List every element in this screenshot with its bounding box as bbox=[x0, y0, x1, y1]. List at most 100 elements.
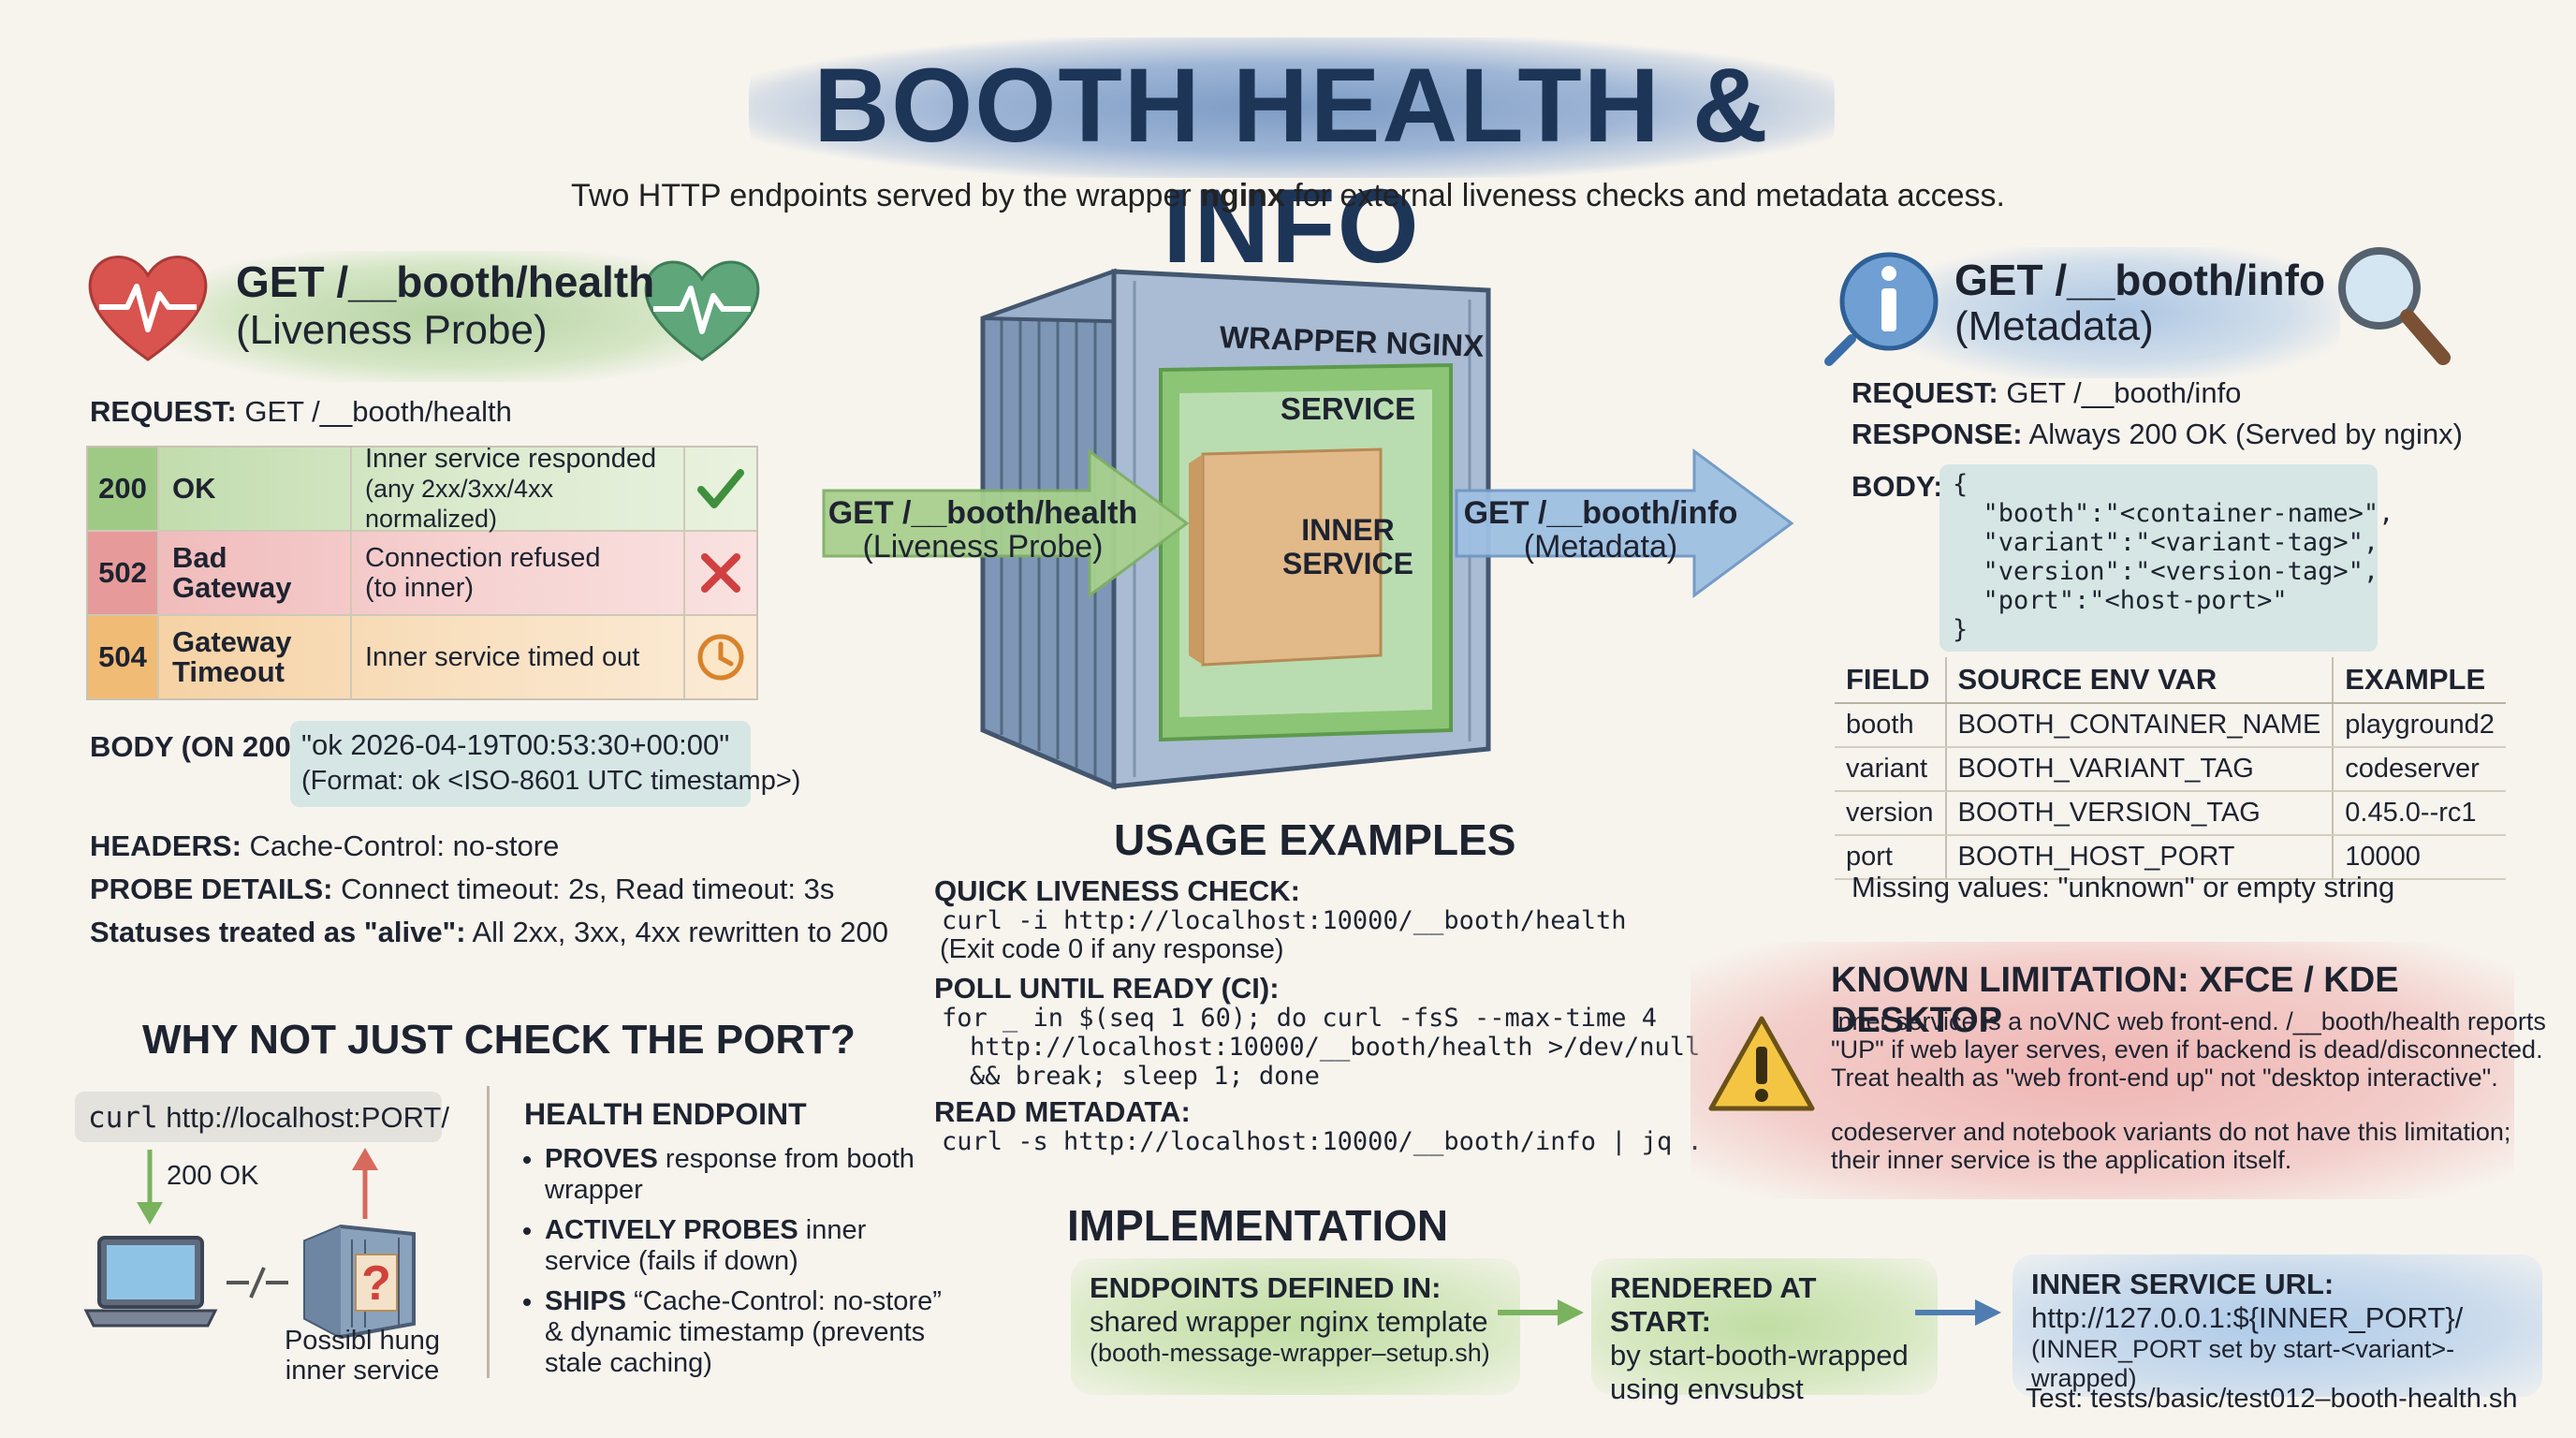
status-desc: Inner service responded(any 2xx/3xx/4xx … bbox=[352, 444, 685, 533]
impl-box-line: (INNER_PORT set by start-<variant>-wrapp… bbox=[2031, 1335, 2455, 1392]
page-subtitle: Two HTTP endpoints served by the wrapper… bbox=[0, 178, 2576, 214]
table-header: EXAMPLE bbox=[2332, 657, 2506, 704]
table-cell: 10000 bbox=[2332, 835, 2506, 880]
info-arrow-label: GET /__booth/info(Metadata) bbox=[1460, 496, 1741, 564]
body-on-200-label: BODY (ON 200): bbox=[90, 730, 311, 763]
health-heading: GET /__booth/health bbox=[236, 257, 655, 306]
info-body-pill bbox=[1939, 464, 2378, 652]
why-heading: WHY NOT JUST CHECK THE PORT? bbox=[142, 1017, 856, 1063]
divider bbox=[487, 1086, 490, 1378]
alive-label: Statuses treated as "alive": bbox=[90, 916, 466, 948]
table-header: FIELD bbox=[1835, 657, 1946, 704]
request-label: REQUEST: bbox=[1852, 376, 1998, 409]
table-cell: BOOTH_HOST_PORT bbox=[1944, 835, 2334, 880]
table-cell: BOOTH_VARIANT_TAG bbox=[1944, 747, 2334, 792]
impl-arrow-1 bbox=[1498, 1299, 1584, 1326]
inner-line: INNER bbox=[1301, 513, 1395, 547]
check-icon bbox=[685, 448, 756, 530]
info-arrow bbox=[1455, 448, 1794, 598]
service-label: SERVICE bbox=[1280, 391, 1416, 426]
info-body-json: { "booth":"<container-name>", "variant":… bbox=[1953, 470, 2393, 644]
table-cell: 0.45.0--rc1 bbox=[2332, 791, 2506, 836]
health-endpoint-points: PROVES response from booth wrapper ACTIV… bbox=[524, 1144, 945, 1388]
quick-check-note: (Exit code 0 if any response) bbox=[940, 934, 1284, 964]
limitation-line: their inner service is the application i… bbox=[1831, 1146, 2292, 1174]
info-magnifier-icon bbox=[1824, 252, 1939, 366]
table-cell: BOOTH_VERSION_TAG bbox=[1944, 791, 2334, 836]
up-arrow-icon bbox=[352, 1148, 378, 1219]
impl-box-title: INNER SERVICE URL: bbox=[2031, 1268, 2334, 1300]
ok-label: 200 OK bbox=[167, 1161, 259, 1191]
x-icon bbox=[685, 532, 756, 614]
status-code: 200 bbox=[88, 448, 159, 530]
health-arrow bbox=[822, 448, 1190, 598]
body-on-200-pill bbox=[290, 721, 751, 807]
arrow-line-bold: GET /__booth/health bbox=[827, 495, 1138, 531]
point-rest: “Cache-Control: no-store” & dynamic time… bbox=[545, 1286, 942, 1378]
health-request: REQUEST: GET /__booth/health bbox=[90, 395, 512, 429]
arrow-line: (Liveness Probe) bbox=[862, 529, 1104, 565]
status-desc-line: Connection refused bbox=[365, 543, 601, 573]
status-desc-line: Inner service responded bbox=[365, 444, 657, 474]
health-subheading: (Liveness Probe) bbox=[236, 307, 548, 353]
clock-icon bbox=[685, 616, 756, 698]
limitation-paragraph-2: codeserver and notebook variants do not … bbox=[1831, 1118, 2510, 1174]
health-heading-wash bbox=[168, 251, 730, 382]
table-cell: port bbox=[1835, 835, 1946, 880]
table-cell: codeserver bbox=[2332, 747, 2506, 792]
probe-details-line: PROBE DETAILS: Connect timeout: 2s, Read… bbox=[90, 873, 834, 906]
search-icon bbox=[2338, 247, 2451, 365]
status-name-line: Gateway bbox=[172, 625, 292, 658]
impl-box-line: (booth-message-wrapper–setup.sh) bbox=[1090, 1339, 1490, 1367]
down-arrow-icon bbox=[137, 1150, 163, 1225]
usage-heading: USAGE EXAMPLES bbox=[1114, 815, 1516, 864]
point-rest: response from booth wrapper bbox=[545, 1144, 915, 1205]
response-value: Always 200 OK (Served by nginx) bbox=[2028, 418, 2464, 450]
impl-rendered-box: RENDERED AT START: by start-booth-wrappe… bbox=[1591, 1258, 1938, 1405]
status-desc-line: (to inner) bbox=[365, 573, 475, 603]
status-desc: Connection refused(to inner) bbox=[352, 532, 685, 614]
heart-pulse-icon-green bbox=[644, 260, 760, 361]
broken-link-icon bbox=[227, 1267, 288, 1299]
json-line: "port":"<host-port>" bbox=[1953, 586, 2288, 615]
json-line: } bbox=[1953, 615, 1969, 644]
limitation-heading: KNOWN LIMITATION: XFCE / KDE DESKTOP bbox=[1831, 961, 2399, 1040]
curl-command: curl http://localhost:PORT/ bbox=[88, 1101, 449, 1135]
test-note: Test: tests/basic/test012–booth-health.s… bbox=[2026, 1384, 2518, 1414]
alive-statuses-line: Statuses treated as "alive": All 2xx, 3x… bbox=[90, 916, 888, 949]
impl-box-line: http://127.0.0.1:${INNER_PORT}/ bbox=[2031, 1301, 2464, 1334]
request-value: GET /__booth/health bbox=[244, 395, 512, 428]
info-heading-wash bbox=[1900, 247, 2340, 378]
poll-command-line3: && break; sleep 1; done bbox=[970, 1062, 1320, 1091]
impl-box-title: RENDERED AT START: bbox=[1610, 1271, 1817, 1338]
impl-box-line: using envsubst bbox=[1610, 1372, 1804, 1405]
read-metadata-label: READ METADATA: bbox=[934, 1095, 1191, 1128]
missing-values-note: Missing values: "unknown" or empty strin… bbox=[1852, 871, 2395, 903]
subtitle-nginx: nginx bbox=[1200, 178, 1285, 213]
info-request: REQUEST: GET /__booth/info bbox=[1852, 376, 2241, 410]
request-label: REQUEST: bbox=[90, 395, 237, 428]
alive-value: All 2xx, 3xx, 4xx rewritten to 200 bbox=[472, 916, 889, 948]
poll-command-line2: http://localhost:10000/__booth/health >/… bbox=[970, 1033, 1701, 1062]
headers-label: HEADERS: bbox=[90, 829, 242, 862]
info-response: RESPONSE: Always 200 OK (Served by nginx… bbox=[1852, 418, 2463, 451]
status-code: 502 bbox=[88, 532, 159, 614]
heart-pulse-icon bbox=[88, 256, 208, 361]
inner-line: SERVICE bbox=[1282, 547, 1413, 580]
status-name: Bad Gateway bbox=[159, 532, 352, 614]
body-on-200-format: (Format: ok <ISO-8601 UTC timestamp>) bbox=[301, 766, 801, 796]
hung-line: Possibl hung bbox=[284, 1326, 441, 1356]
quick-check-command: curl -i http://localhost:10000/__booth/h… bbox=[942, 906, 1627, 935]
table-cell: booth bbox=[1835, 703, 1946, 748]
hung-container-icon: ? bbox=[303, 1224, 416, 1340]
point-bold: PROVES bbox=[545, 1144, 658, 1174]
status-name-line: Timeout bbox=[172, 655, 285, 688]
subtitle-text: Two HTTP endpoints served by the wrapper bbox=[571, 178, 1201, 213]
impl-box-line: shared wrapper nginx template bbox=[1090, 1305, 1488, 1338]
